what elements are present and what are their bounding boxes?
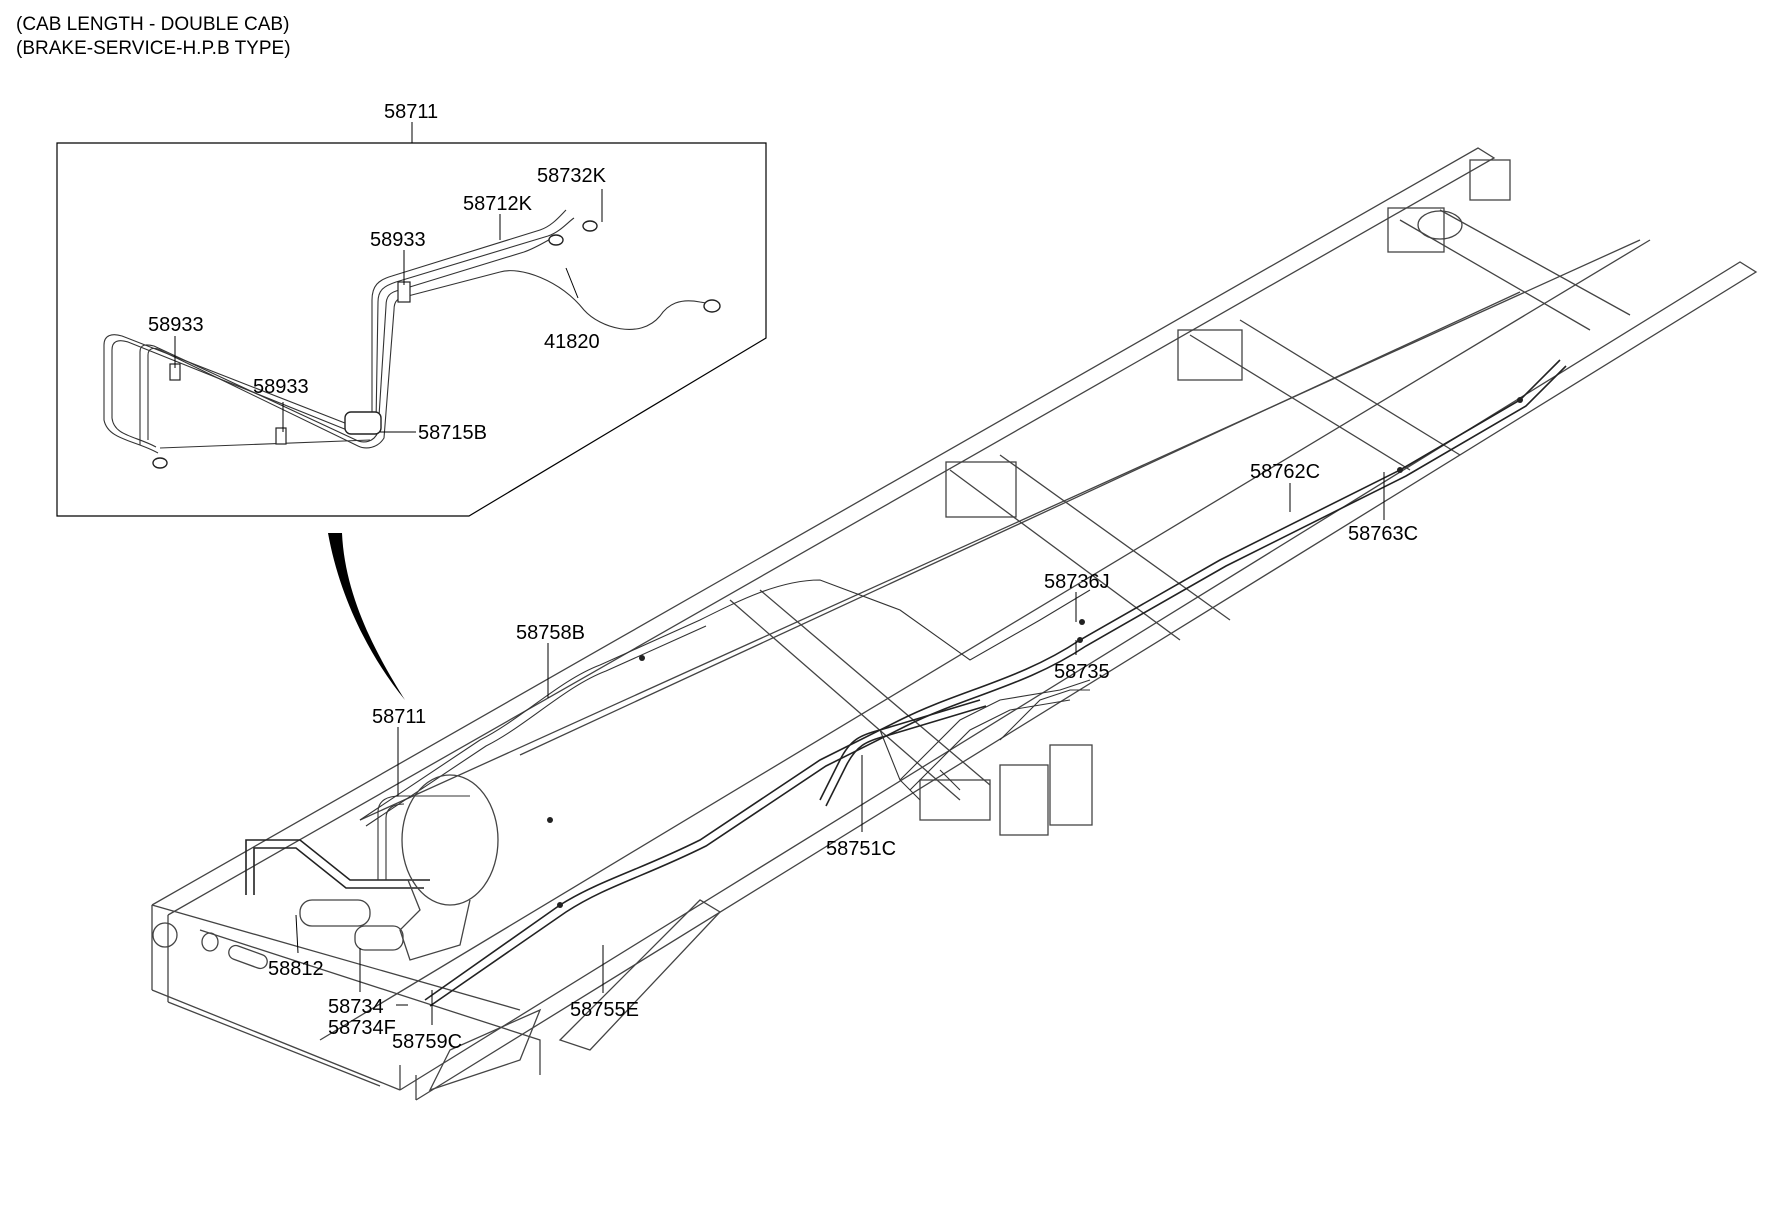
part-label-58734F: 58734F [328,1017,396,1039]
diagram-title-cab-length: (CAB LENGTH - DOUBLE CAB) [16,14,290,35]
hpb-unit [899,679,1093,836]
part-label-58734: 58734 [328,996,384,1018]
part-label-58933-b: 58933 [148,314,204,336]
chassis-frame [151,147,1758,1101]
part-label-58751C: 58751C [826,838,896,860]
part-label-58763C: 58763C [1348,523,1418,545]
frame-brake-lines [245,359,1567,1007]
frame-labels: 58762C 58763C 58736J 58735 58758B 58711 … [268,461,1418,1053]
detail-inset-frame [56,142,767,517]
part-label-58762C: 58762C [1250,461,1320,483]
part-label-58711-main: 58711 [372,706,426,728]
part-label-58735: 58735 [1054,661,1110,683]
part-label-58711-top: 58711 [384,101,438,123]
part-label-41820: 41820 [544,331,600,353]
part-label-58933-c: 58933 [253,376,309,398]
detail-inset: 58711 58732K 58712K 58933 58933 58933 41… [56,101,767,517]
leader-58812 [295,914,299,954]
part-label-58712K: 58712K [463,193,533,215]
part-label-58758B: 58758B [516,622,585,644]
part-label-58732K: 58732K [537,165,607,187]
detail-pointer-arrow [328,533,405,700]
leader-41820 [565,267,579,299]
diagram-title-brake-type: (BRAKE-SERVICE-H.P.B TYPE) [16,38,291,59]
part-label-58715B: 58715B [418,422,487,444]
part-label-58755E: 58755E [570,999,639,1021]
inset-fittings [152,220,721,469]
part-label-58759C: 58759C [392,1031,462,1053]
part-label-58933-a: 58933 [370,229,426,251]
part-label-58812: 58812 [268,958,324,980]
part-label-58736J: 58736J [1044,571,1110,593]
